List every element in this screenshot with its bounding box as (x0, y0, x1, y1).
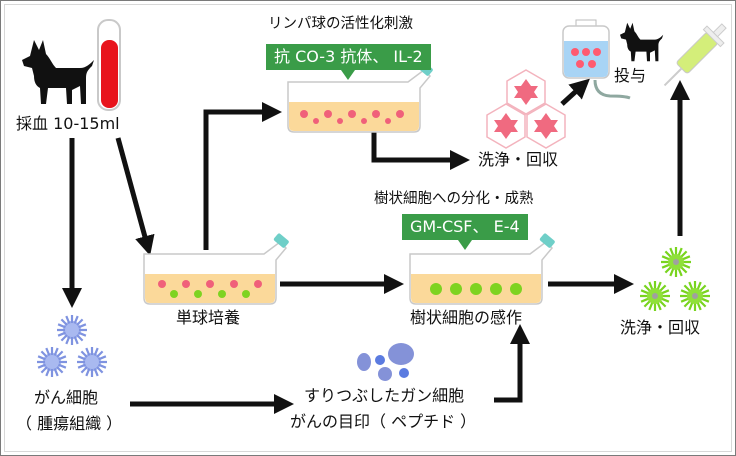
label-dc-differentiation: 樹状細胞への分化・成熟 (374, 191, 534, 207)
dog-icon (22, 40, 94, 104)
flask-dendritic (409, 231, 557, 305)
label-cancer-cells: がん細胞 (34, 388, 99, 407)
dog-small-icon (620, 22, 664, 62)
flask-lymphocyte (287, 59, 435, 133)
arrow-cells-to-ivbag (560, 78, 590, 106)
activated-lymphocytes-icon (486, 69, 566, 149)
label-tumor-tissue: （ 腫瘍組織 ） (16, 414, 123, 433)
label-cancer-marker: がんの目印（ ペプチド ） (290, 412, 477, 431)
iv-bag-icon (562, 19, 631, 100)
arrow-blood-to-monocyte (115, 137, 155, 256)
label-dc-sensitization: 樹状細胞の感作 (410, 308, 523, 327)
flask-monocyte (143, 231, 291, 305)
arrow-lymph-to-wash (371, 130, 470, 170)
mature-dendritic-cells-icon (638, 245, 712, 313)
label-crushed-cells: すりつぶしたガン細胞 (304, 386, 465, 405)
callout-lymphocyte-reagents: 抗 CO-3 抗体、 IL-2 (266, 44, 431, 80)
arrow-monocyte-to-lymph-flask (203, 102, 282, 250)
peptide-icon (357, 343, 414, 381)
syringe-icon (663, 23, 727, 87)
label-administration: 投与 (614, 66, 647, 85)
test-tube-icon (97, 19, 121, 111)
callout-dc-reagents: GM-CSF、 E-4 (402, 214, 528, 250)
label-blood-draw: 採血 10-15ml (16, 114, 120, 133)
arrow-peptide-to-dc (494, 324, 530, 403)
label-wash-collect-top: 洗浄・回収 (478, 150, 559, 169)
label-lymphocyte-activation: リンパ球の活性化刺激 (268, 16, 413, 32)
label-wash-collect-right: 洗浄・回収 (620, 318, 701, 337)
label-monocyte-culture: 単球培養 (176, 308, 241, 327)
flow-arrows (62, 78, 690, 414)
cancer-cells-icon (35, 313, 109, 379)
